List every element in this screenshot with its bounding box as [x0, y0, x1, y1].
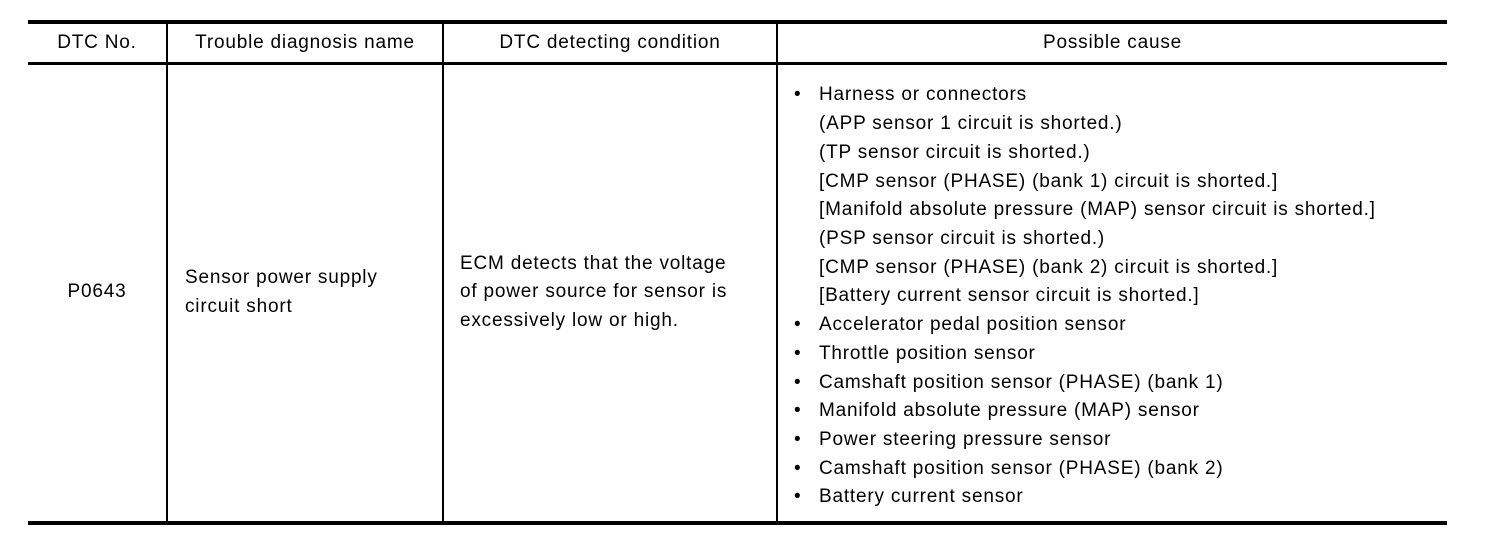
bullet-icon: • [794, 486, 802, 508]
bullet-icon: • [794, 84, 802, 106]
bullet-icon: • [794, 457, 802, 479]
possible-cause-item: • Camshaft position sensor (PHASE) (bank … [778, 369, 1441, 398]
cell-dtc-no: P0643 [28, 63, 168, 523]
possible-cause-text: (APP sensor 1 circuit is shorted.) [819, 113, 1123, 135]
possible-cause-subitem: (TP sensor circuit is shorted.) [778, 139, 1441, 168]
possible-cause-item: • Manifold absolute pressure (MAP) sensor [778, 397, 1441, 426]
trouble-diagnosis-name-text: Sensor power supply circuit short [185, 267, 378, 317]
cell-dtc-detecting-condition: ECM detects that the voltage of power so… [443, 63, 778, 523]
possible-cause-text: (TP sensor circuit is shorted.) [819, 141, 1091, 163]
possible-cause-item: • Power steering pressure sensor [778, 426, 1441, 455]
cell-possible-cause: • Harness or connectors (APP sensor 1 circ… [777, 63, 1447, 523]
column-header-dtc-no: DTC No. [28, 22, 168, 65]
possible-cause-text: Camshaft position sensor (PHASE) (bank 2… [819, 457, 1224, 479]
cell-trouble-diagnosis-name: Sensor power supply circuit short [167, 63, 444, 523]
bullet-icon: • [794, 428, 802, 450]
bullet-icon: • [794, 400, 802, 422]
possible-cause-subitem: [CMP sensor (PHASE) (bank 2) circuit is … [778, 254, 1441, 283]
table-row: P0643 Sensor power supply circuit short … [28, 63, 1447, 523]
column-header-dtc-detecting-condition: DTC detecting condition [443, 22, 778, 65]
possible-cause-text: [CMP sensor (PHASE) (bank 1) circuit is … [819, 170, 1279, 192]
possible-cause-text: Camshaft position sensor (PHASE) (bank 1… [819, 371, 1224, 393]
possible-cause-text: Harness or connectors [819, 84, 1027, 106]
dtc-table: DTC No. Trouble diagnosis name DTC detec… [28, 20, 1447, 525]
bullet-icon: • [794, 371, 802, 393]
dtc-code: P0643 [67, 281, 127, 303]
possible-cause-item: • Battery current sensor [778, 483, 1441, 512]
possible-cause-list: • Harness or connectors (APP sensor 1 circ… [778, 81, 1441, 512]
possible-cause-subitem: (PSP sensor circuit is shorted.) [778, 225, 1441, 254]
possible-cause-text: (PSP sensor circuit is shorted.) [819, 227, 1106, 249]
possible-cause-item: • Camshaft position sensor (PHASE) (bank … [778, 455, 1441, 484]
bullet-icon: • [794, 342, 802, 364]
dtc-detecting-condition-text: ECM detects that the voltage of power so… [460, 252, 728, 332]
possible-cause-text: [CMP sensor (PHASE) (bank 2) circuit is … [819, 256, 1279, 278]
possible-cause-item: • Accelerator pedal position sensor [778, 311, 1441, 340]
possible-cause-text: [Battery current sensor circuit is short… [819, 285, 1200, 307]
possible-cause-subitem: [CMP sensor (PHASE) (bank 1) circuit is … [778, 168, 1441, 197]
possible-cause-text: Battery current sensor [819, 486, 1024, 508]
possible-cause-text: [Manifold absolute pressure (MAP) sensor… [819, 199, 1376, 221]
possible-cause-text: Power steering pressure sensor [819, 428, 1112, 450]
possible-cause-text: Accelerator pedal position sensor [819, 314, 1127, 336]
column-header-possible-cause: Possible cause [777, 22, 1447, 65]
possible-cause-subitem: [Manifold absolute pressure (MAP) sensor… [778, 196, 1441, 225]
possible-cause-text: Manifold absolute pressure (MAP) sensor [819, 400, 1200, 422]
possible-cause-item: • Throttle position sensor [778, 340, 1441, 369]
bullet-icon: • [794, 314, 802, 336]
possible-cause-subitem: [Battery current sensor circuit is short… [778, 282, 1441, 311]
possible-cause-text: Throttle position sensor [819, 342, 1036, 364]
dtc-table-container: DTC No. Trouble diagnosis name DTC detec… [28, 20, 1447, 525]
possible-cause-subitem: (APP sensor 1 circuit is shorted.) [778, 110, 1441, 139]
possible-cause-item: • Harness or connectors [778, 81, 1441, 110]
column-header-trouble-diagnosis-name: Trouble diagnosis name [167, 22, 444, 65]
header-row: DTC No. Trouble diagnosis name DTC detec… [28, 22, 1447, 65]
